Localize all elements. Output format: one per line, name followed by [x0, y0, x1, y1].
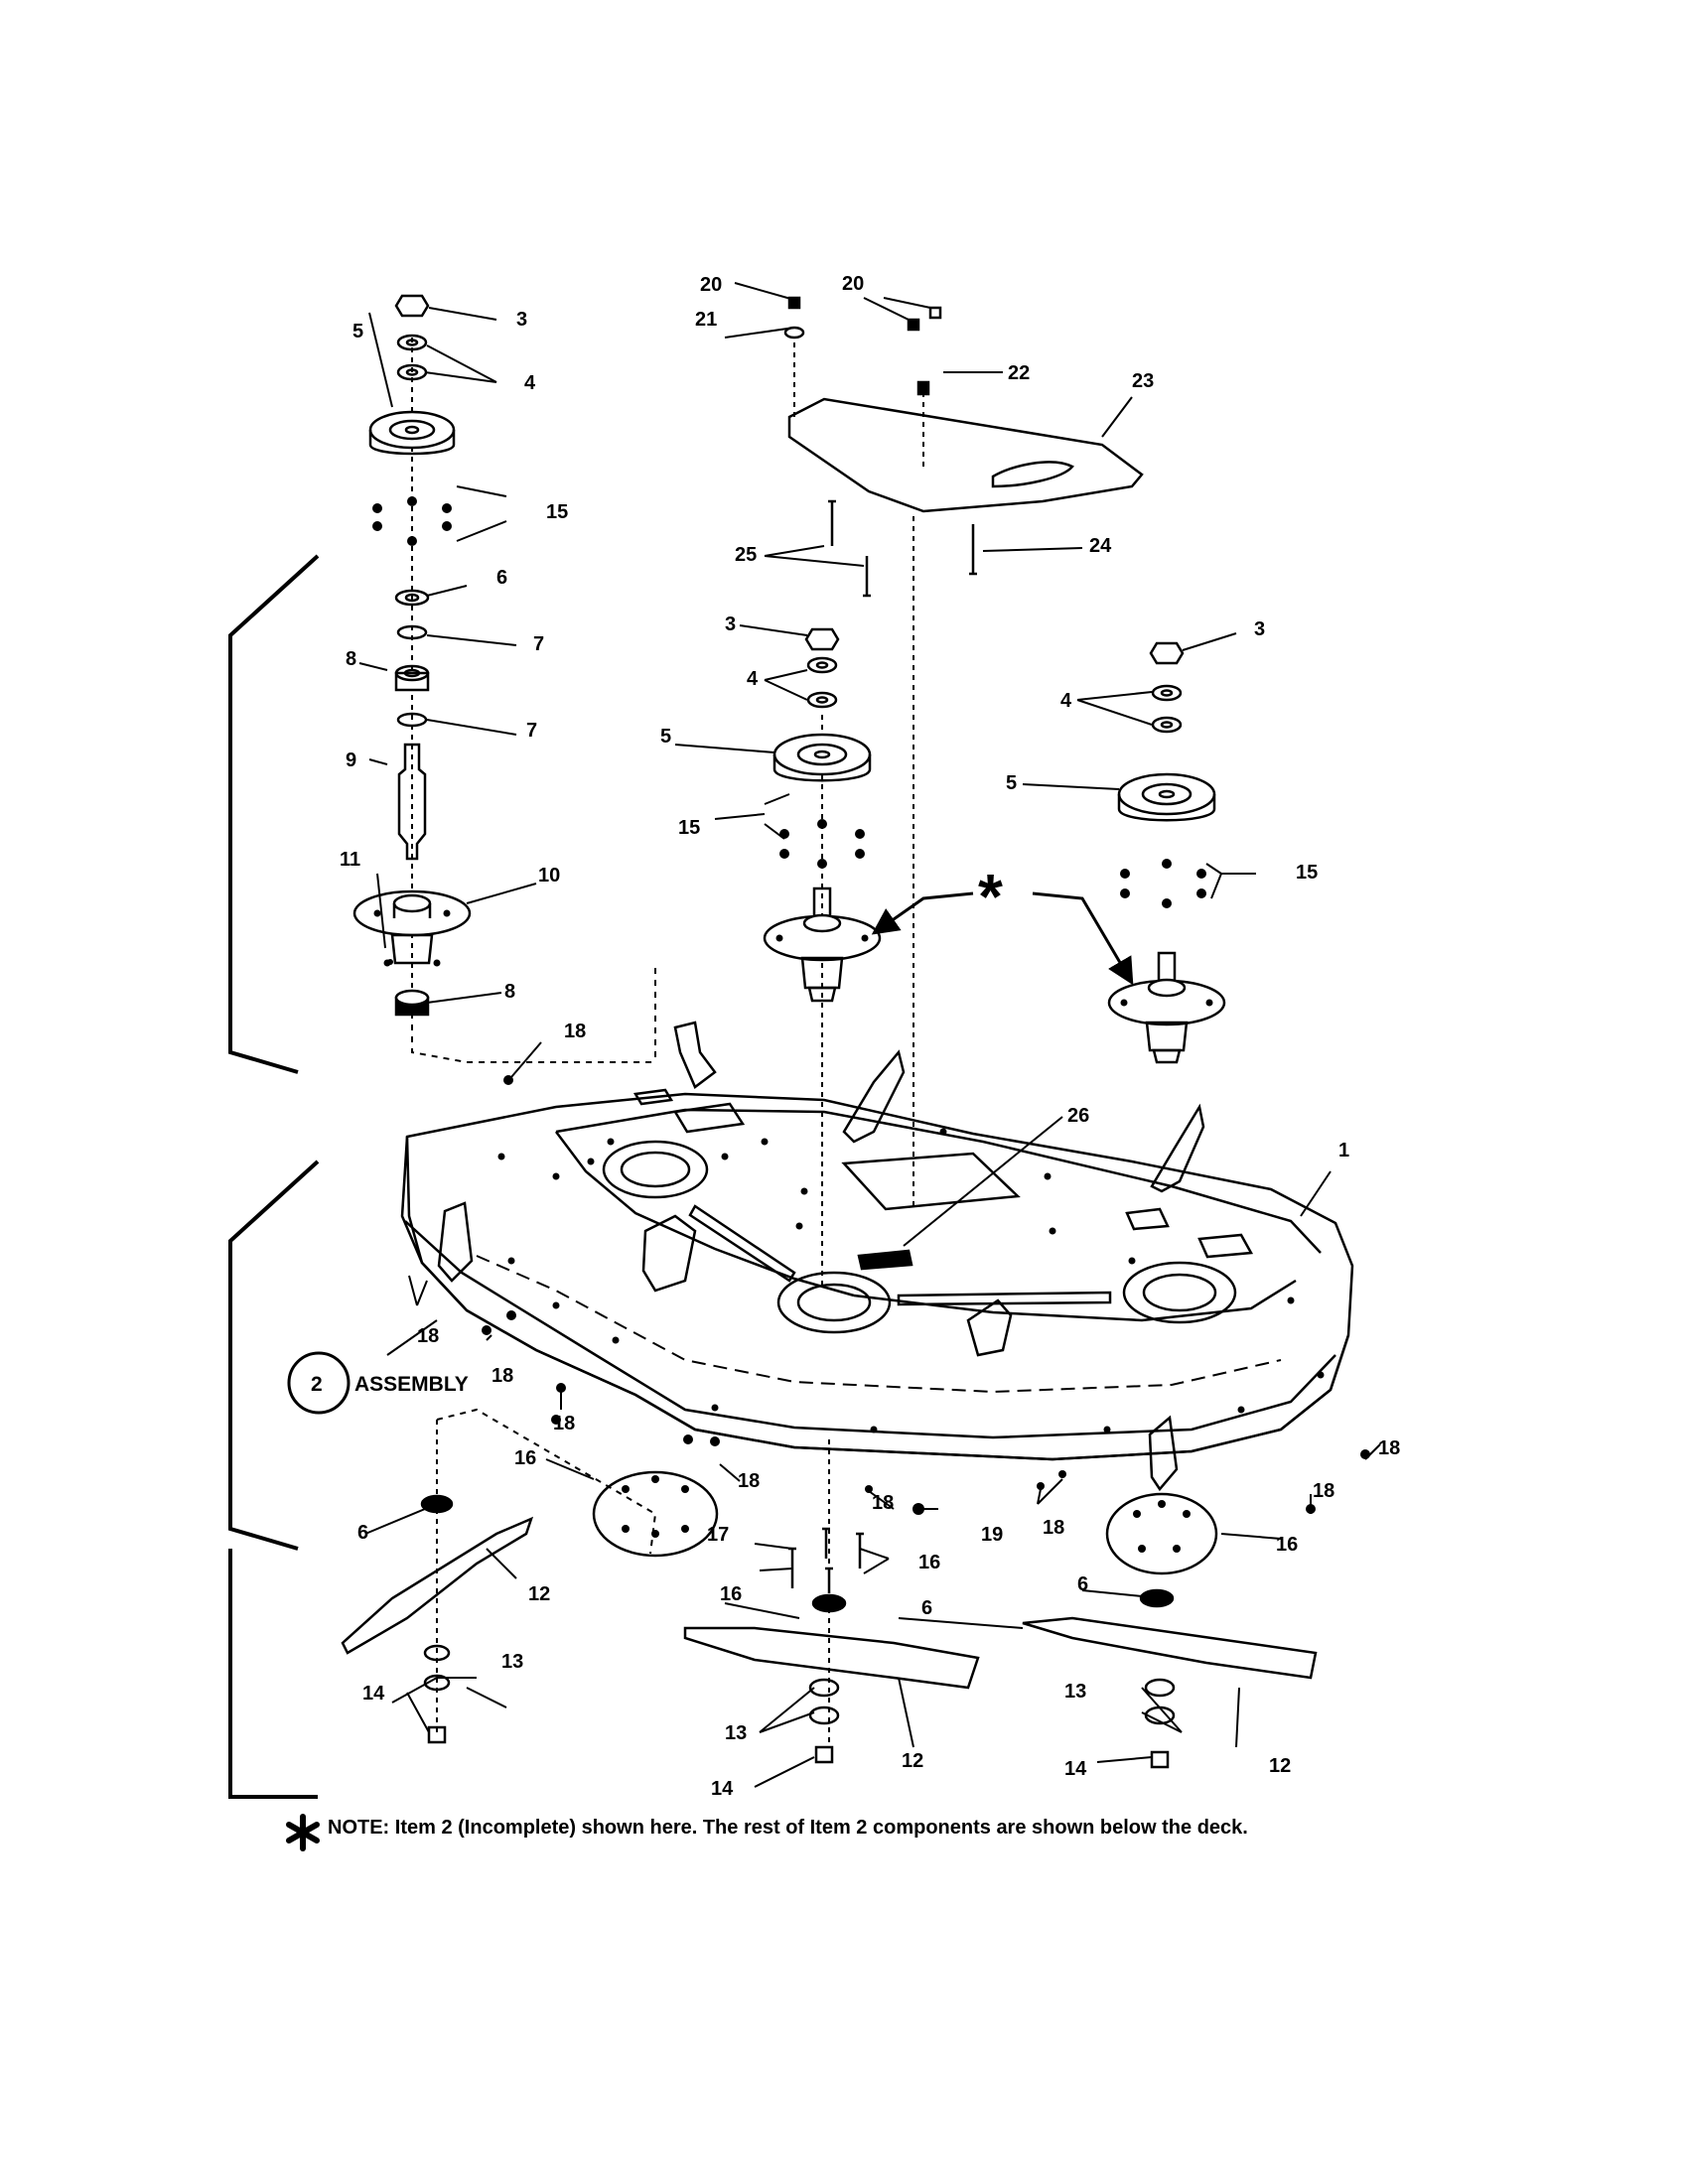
- callout-4: 4: [747, 668, 759, 690]
- callout-19: 19: [981, 1524, 1003, 1546]
- callout-4: 4: [524, 372, 536, 394]
- callout-25: 25: [735, 544, 757, 566]
- callout-21: 21: [695, 309, 717, 331]
- belt-cover: [783, 296, 1144, 1211]
- callout-24: 24: [1089, 535, 1112, 557]
- callout-14: 14: [362, 1683, 385, 1705]
- callout-18: 18: [417, 1325, 439, 1347]
- assembly-number: 2: [311, 1373, 323, 1396]
- right-spindle-stack: [1107, 641, 1226, 1064]
- callout-18: 18: [491, 1365, 513, 1387]
- callout-11: 11: [340, 849, 360, 871]
- callout-16: 16: [720, 1583, 742, 1605]
- callout-12: 12: [902, 1750, 923, 1772]
- assembly-label: ASSEMBLY: [354, 1373, 469, 1396]
- callout-15: 15: [678, 817, 700, 839]
- callout-5: 5: [1006, 772, 1017, 794]
- callout-8: 8: [346, 648, 356, 670]
- callout-26: 26: [1067, 1105, 1089, 1127]
- callout-12: 12: [528, 1583, 550, 1605]
- callout-22: 22: [1008, 362, 1030, 384]
- callout-16: 16: [1276, 1534, 1298, 1556]
- lower-blade-parts: [341, 1408, 1318, 1769]
- callout-18: 18: [564, 1021, 586, 1042]
- callout-17: 17: [707, 1524, 729, 1546]
- center-spindle-stack: [763, 627, 882, 1291]
- callout-5: 5: [352, 321, 363, 342]
- callout-3: 3: [1254, 618, 1265, 640]
- callout-20: 20: [700, 274, 722, 296]
- callout-16: 16: [918, 1552, 940, 1573]
- callout-14: 14: [711, 1778, 734, 1800]
- callout-23: 23: [1132, 370, 1154, 392]
- mower-deck: [400, 1021, 1354, 1492]
- callout-6: 6: [1077, 1573, 1088, 1595]
- callout-7: 7: [533, 633, 544, 655]
- callout-18: 18: [872, 1492, 894, 1514]
- callout-13: 13: [725, 1722, 747, 1744]
- callout-9: 9: [346, 750, 356, 771]
- footnote: NOTE: Item 2 (Incomplete) shown here. Th…: [328, 1817, 1248, 1839]
- callout-18: 18: [738, 1470, 760, 1492]
- callout-14: 14: [1064, 1758, 1087, 1780]
- callout-13: 13: [1064, 1681, 1086, 1703]
- callout-5: 5: [660, 726, 671, 748]
- callout-15: 15: [1296, 862, 1318, 884]
- callout-4: 4: [1060, 690, 1072, 712]
- star-symbol: *: [978, 861, 1003, 932]
- callout-7: 7: [526, 720, 537, 742]
- callout-6: 6: [496, 567, 507, 589]
- callout-18: 18: [553, 1413, 575, 1434]
- callout-18: 18: [1313, 1480, 1334, 1502]
- callout-13: 13: [501, 1651, 523, 1673]
- callout-18: 18: [1043, 1517, 1064, 1539]
- callout-3: 3: [516, 309, 527, 331]
- assembly-bracket: [228, 554, 320, 1074]
- callout-15: 15: [546, 501, 568, 523]
- callout-16: 16: [514, 1447, 536, 1469]
- callout-1: 1: [1338, 1140, 1349, 1161]
- callout-12: 12: [1269, 1755, 1291, 1777]
- assembly-circle: [287, 1351, 351, 1415]
- callout-6: 6: [921, 1597, 932, 1619]
- note-star-icon: [286, 1814, 320, 1851]
- callout-10: 10: [538, 865, 560, 887]
- callout-20: 20: [842, 273, 864, 295]
- callout-6: 6: [357, 1522, 368, 1544]
- callout-18: 18: [1378, 1437, 1400, 1459]
- callout-3: 3: [725, 614, 736, 635]
- callout-labels: 1 3 3 3 4 4 4 5 5 5 6 6 6 6 7 7 8 8 9 10…: [311, 273, 1400, 1800]
- callout-8: 8: [504, 981, 515, 1003]
- left-spindle-stack: [352, 294, 472, 1017]
